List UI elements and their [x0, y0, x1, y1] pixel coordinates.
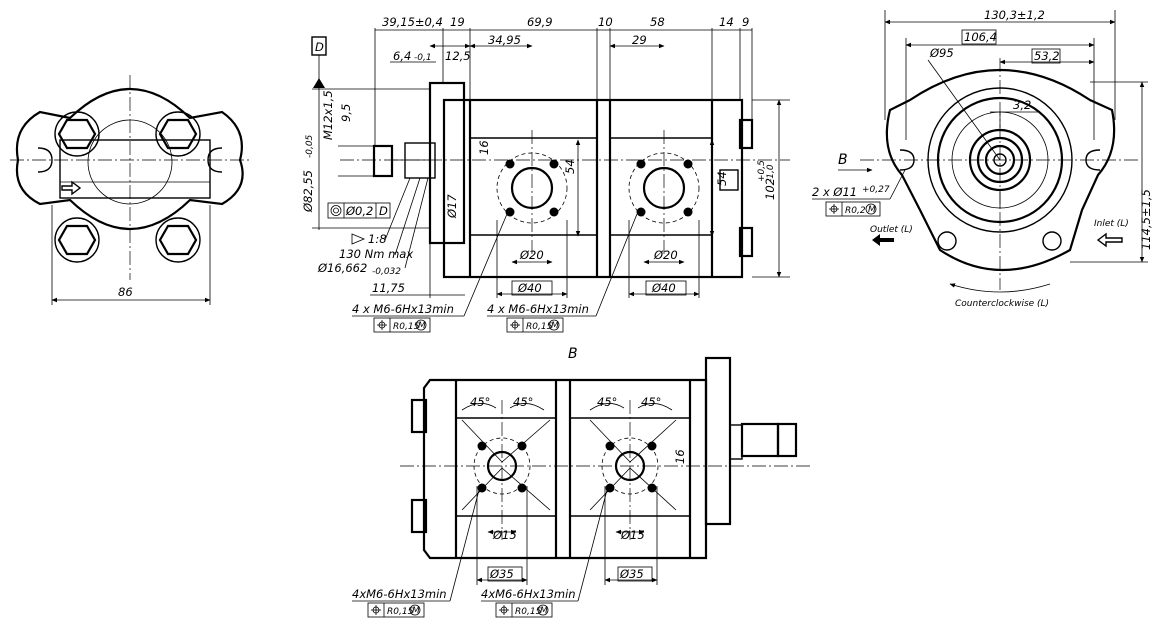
- dim-16: 16: [477, 140, 491, 155]
- taper-ratio: 1:8: [368, 232, 387, 246]
- holes-note-bottom-b: 4xM6-6Hx13min: [481, 587, 576, 601]
- dim-54a: 54: [563, 159, 577, 174]
- dim-102: 102: [763, 178, 777, 200]
- angle-2: 45°: [513, 395, 533, 409]
- dim-20a: Ø20: [519, 248, 544, 262]
- bottom-view-label: B: [568, 346, 578, 362]
- dim-11-75: 11,75: [372, 281, 405, 295]
- dim-35b: Ø35: [619, 567, 644, 581]
- view-b-label: B: [838, 152, 848, 168]
- dim-58: 58: [650, 15, 665, 29]
- dim-19: 19: [450, 15, 465, 29]
- flow-arrow-icon: [61, 180, 82, 196]
- bolt-head-tr: [155, 111, 201, 157]
- dim-12-5: 12,5: [445, 49, 471, 63]
- dim-106-4: 106,4: [964, 30, 997, 44]
- dim-16-bottom: 16: [673, 449, 687, 464]
- dim-15a: Ø15: [492, 528, 517, 542]
- dim-130-3: 130,3±1,2: [984, 8, 1045, 22]
- rotation-note: Counterclockwise (L): [955, 299, 1049, 309]
- dim-86: 86: [118, 285, 133, 299]
- dim-39-15: 39,15±0,4: [382, 15, 443, 29]
- top-side-view: 39,15±0,4 19 69,9 10 58 14 9 34,95 29 6,…: [301, 15, 790, 333]
- bottom-view-b: B: [352, 346, 810, 618]
- dim-6-4-tol: -0,1: [414, 53, 432, 63]
- dim-m12-thread: M12x1,5: [321, 90, 335, 140]
- dim-95: Ø95: [929, 46, 954, 60]
- dim-54b: 54: [715, 171, 729, 186]
- dim-114-5: 114,5±1,5: [1139, 189, 1153, 250]
- holes-note-b: 4 x M6-6Hx13min: [487, 302, 589, 316]
- pos-tol-bottom-a: R0,15: [387, 607, 414, 617]
- datum-d-label: D: [315, 40, 324, 54]
- dim-82-55-tol: -0,05: [305, 134, 315, 158]
- holes-note-bottom-a: 4xM6-6Hx13min: [352, 587, 447, 601]
- inlet-label: Inlet (L): [1094, 219, 1129, 229]
- dim-17: Ø17: [445, 194, 459, 219]
- dim-10: 10: [598, 15, 613, 29]
- holes-note-a: 4 x M6-6Hx13min: [352, 302, 454, 316]
- dim-34-95: 34,95: [488, 33, 521, 47]
- bolt-head-bl: [54, 217, 100, 263]
- pos-tol-a: R0,15: [393, 322, 420, 332]
- outlet-arrow-icon: [872, 234, 894, 246]
- port-bottom-b: [589, 419, 677, 511]
- pos-mod-a: M: [418, 321, 426, 331]
- pos-tol-b: R0,15: [526, 322, 553, 332]
- pos-mod-b: M: [551, 321, 559, 331]
- runout-tolerance: Ø0,2: [345, 204, 373, 218]
- dim-40b: Ø40: [651, 281, 676, 295]
- torque-note: 130 Nm max: [339, 247, 413, 261]
- outlet-label: Outlet (L): [870, 225, 913, 235]
- dim-9-5: 9,5: [339, 104, 353, 122]
- dim-3-2: 3,2: [1013, 98, 1031, 112]
- pos-mod-bottom-b: M: [540, 606, 548, 616]
- dim-82-55: Ø82,55: [301, 170, 315, 213]
- shaft-diameter-tol: -0,032: [372, 267, 401, 277]
- angle-4: 45°: [641, 395, 661, 409]
- dim-20b: Ø20: [653, 248, 678, 262]
- port-bottom-a: [461, 419, 551, 511]
- runout-datum: D: [379, 204, 388, 218]
- dim-35a: Ø35: [489, 567, 514, 581]
- dim-15b: Ø15: [620, 528, 645, 542]
- mount-holes-tol: +0,27: [862, 185, 890, 195]
- left-end-view: 86: [10, 75, 250, 305]
- bolt-head-tl: [54, 111, 100, 157]
- mount-mod: M: [868, 205, 876, 215]
- dim-102-tol-up: +0,5: [757, 160, 767, 182]
- dim-53-2: 53,2: [1034, 49, 1060, 63]
- dim-102-tol-lo: -1,0: [766, 164, 776, 182]
- dim-40a: Ø40: [517, 281, 542, 295]
- right-end-view: 130,3±1,2 106,4 53,2 Ø95 3,2 B 2 x Ø11 +…: [812, 8, 1153, 309]
- dim-9: 9: [742, 15, 749, 29]
- pos-mod-bottom-a: M: [412, 606, 420, 616]
- mount-holes-note: 2 x Ø11: [812, 185, 857, 199]
- dim-14: 14: [719, 15, 734, 29]
- shaft-diameter: Ø16,662: [317, 261, 367, 275]
- angle-3: 45°: [597, 395, 617, 409]
- dim-6-4: 6,4: [393, 49, 411, 63]
- inlet-arrow-icon: [1096, 232, 1123, 248]
- pos-tol-bottom-b: R0,15: [515, 607, 542, 617]
- dim-29: 29: [632, 33, 647, 47]
- dim-69-9: 69,9: [527, 15, 553, 29]
- mount-pos-tol: R0,2: [845, 206, 866, 216]
- angle-1: 45°: [470, 395, 490, 409]
- bolt-head-br: [155, 217, 201, 263]
